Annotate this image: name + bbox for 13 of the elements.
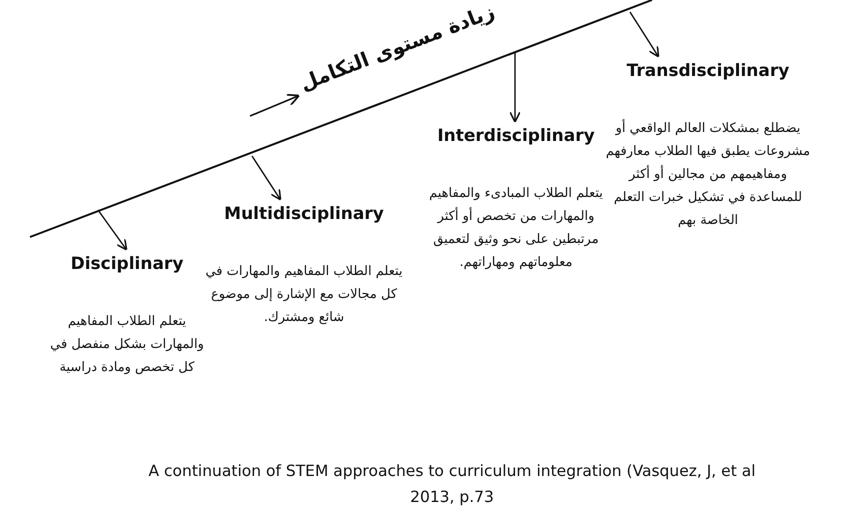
caption: A continuation of STEM approaches to curriculum integration (Vasquez, J, et al 2013, p.73 [147, 461, 756, 508]
level-description: يتعلم الطلاب المبادىء والمفاهيم والمهارات من تخصص أو أكثر مرتبطين على نحو وثيق لتعميق معلوماتهم ومهاراتهم. [428, 185, 604, 272]
level-heading: Multidisciplinary [223, 203, 385, 226]
arrow [251, 156, 282, 201]
level-description: يتعلم الطلاب المفاهيم والمهارات في كل مجالات مع الإشارة إلى موضوع شائع ومشترك. [204, 263, 404, 327]
level-description: يضطلع بمشكلات العالم الواقعي أو مشروعات يطبق فيها الطلاب معارفهم ومفاهيمهم من مجالين أو أكثر للمساعدة في تشكيل خبرات التعلم الخاصة بهم [604, 118, 812, 230]
arrow [97, 210, 128, 251]
level-description: يتعلم الطلاب المفاهيم والمهارات بشكل منفصل في كل تخصص ومادة دراسية [49, 313, 205, 377]
level-heading: Interdisciplinary [436, 125, 596, 148]
arrow [629, 12, 660, 58]
axis-label: زيادة مستوى التكامل [302, 0, 498, 94]
level-heading: Transdisciplinary [626, 60, 790, 83]
arrow [509, 52, 521, 123]
